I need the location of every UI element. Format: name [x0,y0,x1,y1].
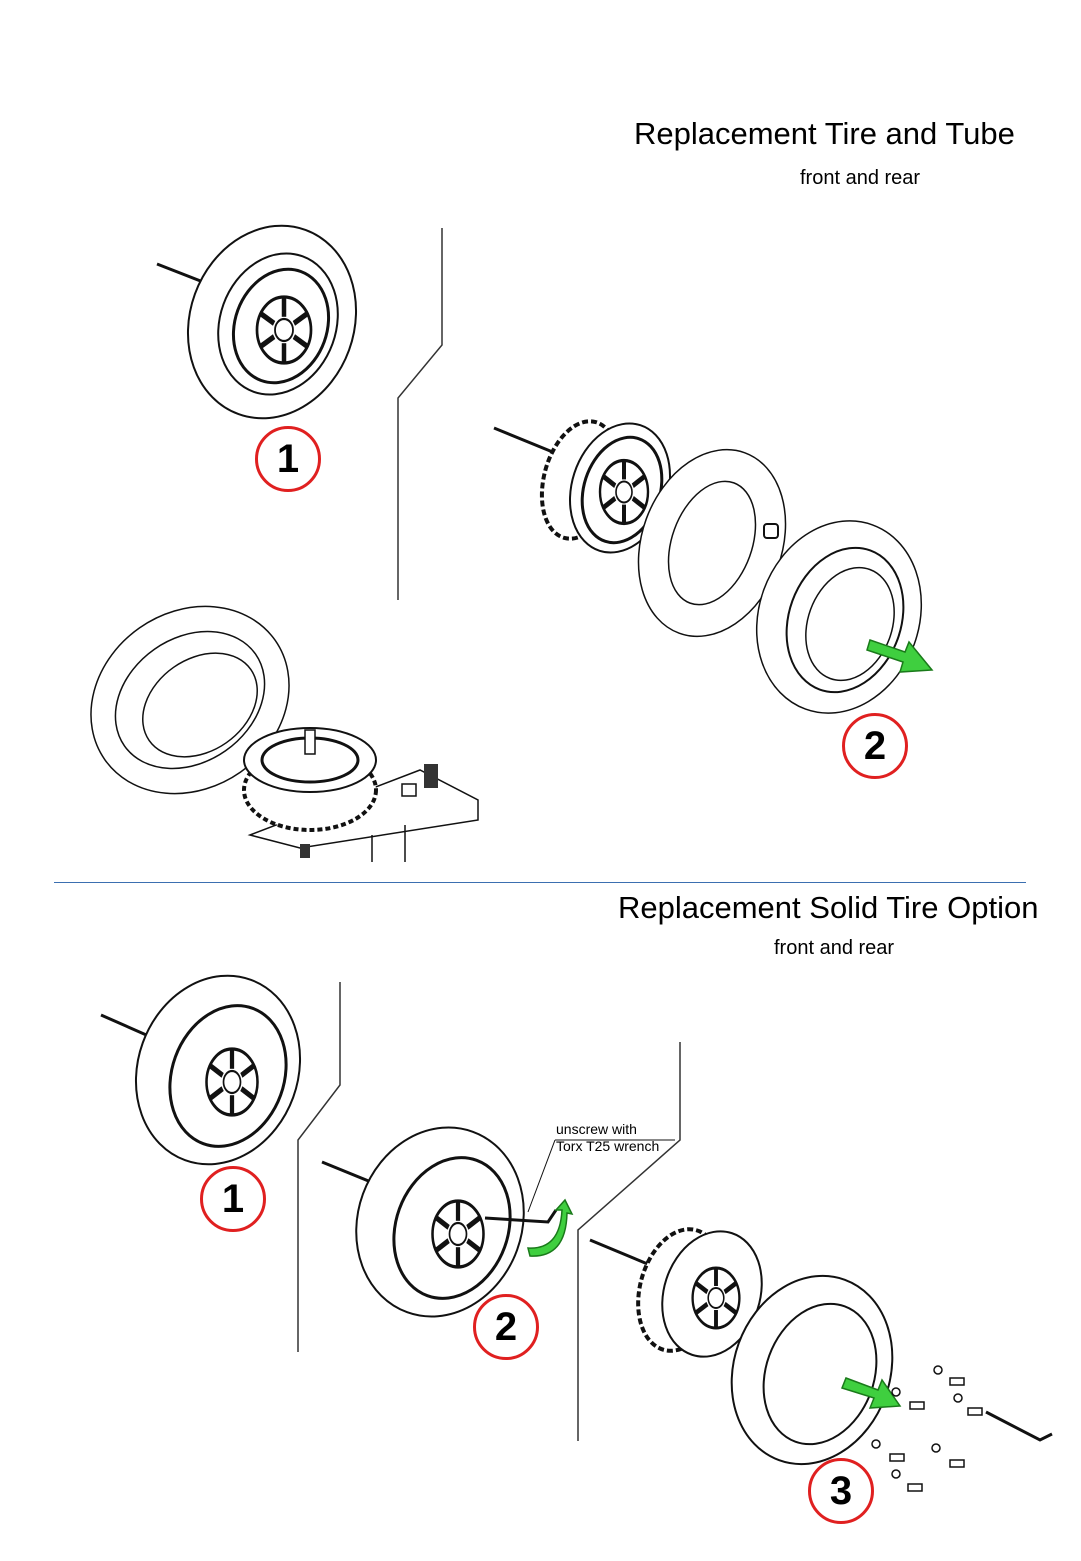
section-divider [54,882,1026,883]
wheel-assembled-1 [157,202,383,442]
solid-step-1-marker: 1 [200,1166,266,1232]
step-2-marker: 2 [842,713,908,779]
solid-step-2-marker: 2 [473,1294,539,1360]
rotate-arrow-icon [528,1200,572,1256]
solid-wheel-exploded [590,1218,1052,1491]
section2-subtitle: front and rear [774,937,894,960]
solid-step-3-marker: 3 [808,1458,874,1524]
wrench-note-line2: Torx T25 wrench [556,1138,659,1155]
tire-stand [54,568,478,862]
torx-key-icon [986,1412,1052,1440]
wrench-note: unscrew with Torx T25 wrench [556,1121,659,1155]
step-1-marker: 1 [255,426,321,492]
section2-title: Replacement Solid Tire Option [618,890,1038,926]
wheel-exploded-1 [494,410,948,736]
panel-divider-1 [398,228,442,600]
wrench-note-line1: unscrew with [556,1121,659,1138]
solid-wheel-1 [101,952,326,1187]
